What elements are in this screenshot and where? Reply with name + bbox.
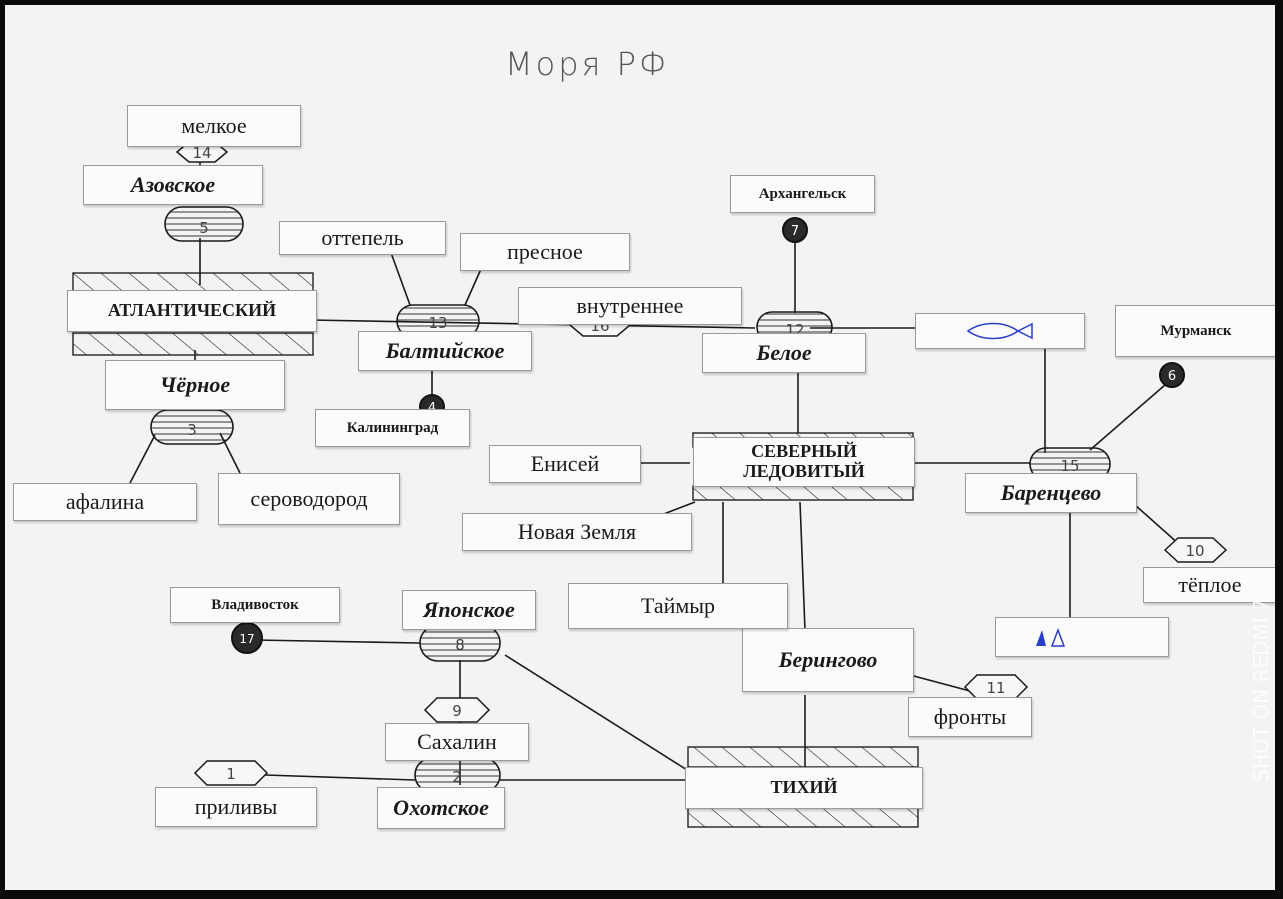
feature-novaya-zemlya: Новая Земля	[462, 513, 692, 551]
sea-barents: Баренцево	[965, 473, 1137, 513]
capsule-black: 3	[150, 409, 234, 445]
svg-text:10: 10	[1185, 542, 1204, 560]
feature-yenisei: Енисей	[489, 445, 641, 483]
svg-text:11: 11	[986, 679, 1005, 697]
feature-taimyr: Таймыр	[568, 583, 788, 629]
city-vladivostok: Владивосток	[170, 587, 340, 623]
sea-black: Чёрное	[105, 360, 285, 410]
number-2: 2	[452, 768, 462, 786]
port-marker-17: 17	[231, 622, 263, 654]
feature-inland: внутреннее	[518, 287, 742, 325]
capsule-azov: 5	[164, 206, 244, 242]
diagram-sheet: Моря РФ	[5, 5, 1275, 890]
svg-text:6: 6	[1168, 369, 1176, 384]
city-kaliningrad: Калининград	[315, 409, 470, 447]
number-15: 15	[1060, 457, 1079, 475]
number-8: 8	[455, 636, 465, 654]
ocean-arctic: СЕВЕРНЫЙ ЛЕДОВИТЫЙ	[693, 437, 915, 487]
capsule-japan: 8	[419, 624, 501, 662]
sea-bering: Берингово	[742, 628, 914, 692]
svg-text:14: 14	[192, 144, 211, 162]
sea-white: Белое	[702, 333, 866, 373]
city-arkhangelsk: Архангельск	[730, 175, 875, 213]
svg-text:4: 4	[428, 401, 436, 416]
watermark: SHOT ON REDMI 7	[1241, 570, 1281, 810]
number-5: 5	[199, 219, 209, 237]
feature-bottlenose: афалина	[13, 483, 197, 521]
connector-layer: 5 13 1 2 3 15 8	[72, 120, 1228, 828]
sea-japan: Японское	[402, 590, 536, 630]
hex-9: 9	[423, 697, 491, 723]
hex-1: 1	[193, 760, 269, 786]
feature-shallow: мелкое	[127, 105, 301, 147]
feature-fronts: фронты	[908, 697, 1032, 737]
ocean-pacific: ТИХИЙ	[685, 767, 923, 809]
hex-10: 10	[1163, 537, 1228, 563]
ocean-atlantic: АТЛАНТИЧЕСКИЙ	[67, 290, 317, 332]
city-murmansk: Мурманск	[1115, 305, 1275, 357]
svg-text:7: 7	[791, 224, 799, 239]
feature-thaw: оттепель	[279, 221, 446, 255]
fish-card	[915, 313, 1085, 349]
number-3: 3	[187, 421, 197, 439]
number-13: 13	[428, 314, 447, 332]
feature-tides: приливы	[155, 787, 317, 827]
sea-baltic: Балтийское	[358, 331, 532, 371]
feature-sakhalin: Сахалин	[385, 723, 529, 761]
sea-okhotsk: Охотское	[377, 787, 505, 829]
port-marker-6: 6	[1159, 362, 1185, 388]
feature-h2s: сероводород	[218, 473, 400, 525]
feature-warm: тёплое	[1143, 567, 1275, 603]
watermark-text: SHOT ON REDMI 7	[1249, 598, 1273, 782]
triangles-card	[995, 617, 1169, 657]
hex-11: 11	[963, 674, 1029, 700]
feature-fresh: пресное	[460, 233, 630, 271]
svg-text:9: 9	[452, 702, 462, 720]
port-marker-7: 7	[782, 217, 808, 243]
svg-text:17: 17	[239, 632, 254, 646]
sea-azov: Азовское	[83, 165, 263, 205]
ocean-hatch	[72, 272, 919, 828]
triangles-icon	[1036, 627, 1066, 647]
svg-text:1: 1	[226, 765, 236, 783]
diagram-title: Моря РФ	[505, 45, 670, 83]
fish-icon	[966, 322, 1033, 340]
